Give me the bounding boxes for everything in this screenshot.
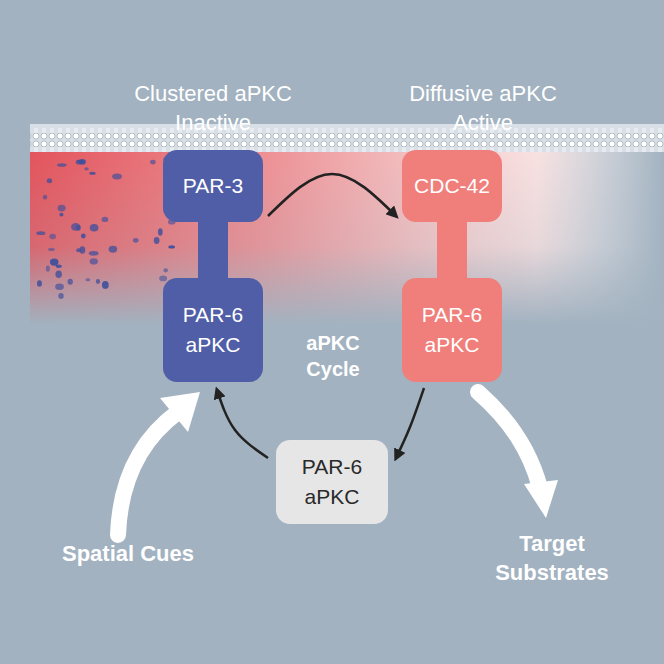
cycle-label: aPKC Cycle [278, 330, 388, 382]
par3-box: PAR-3 [163, 150, 263, 222]
cycle-arrow [217, 390, 268, 458]
complex-link [198, 218, 228, 282]
cue-arrowhead [160, 392, 200, 432]
cue-arrow [118, 412, 178, 535]
cycle-arrow [268, 174, 396, 216]
state-label: Clustered aPKC Inactive [118, 80, 308, 137]
output-label: Target Substrates [477, 530, 627, 587]
complex-link [437, 218, 467, 282]
target-arrowhead [524, 480, 558, 518]
free-complex-box: PAR-6 aPKC [276, 440, 388, 524]
target-arrow [478, 392, 540, 488]
protein-name: PAR-3 [171, 171, 255, 201]
cycle-arrow [396, 388, 424, 458]
protein-name: PAR-6 aPKC [171, 300, 255, 361]
state-label: Diffusive aPKC Active [388, 80, 578, 137]
cdc42-box: CDC-42 [402, 150, 502, 222]
protein-name: PAR-6 aPKC [284, 452, 380, 513]
cluster-dots [36, 156, 175, 298]
input-label: Spatial Cues [8, 540, 248, 569]
inactive-complex-box: PAR-6 aPKC [163, 278, 263, 382]
protein-name: PAR-6 aPKC [410, 300, 494, 361]
active-complex-box: PAR-6 aPKC [402, 278, 502, 382]
membrane [30, 124, 664, 152]
cortex-gradient [30, 150, 664, 325]
protein-name: CDC-42 [410, 171, 494, 201]
